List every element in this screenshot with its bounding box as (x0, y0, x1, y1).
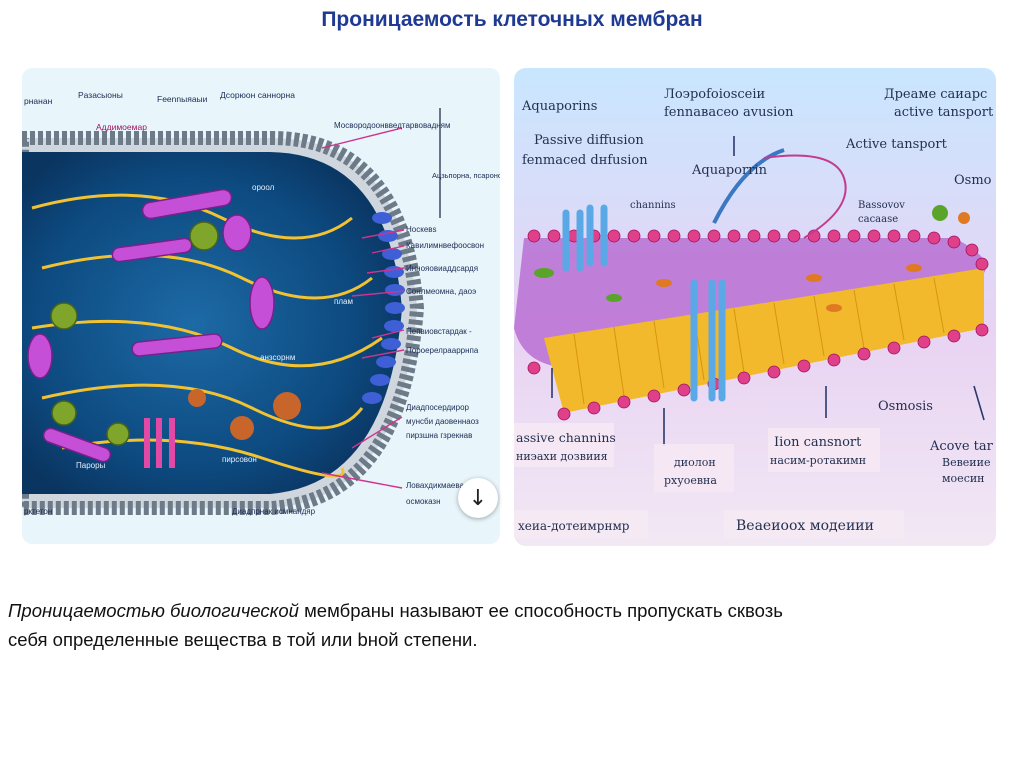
membrane-label-b6: Osmosis (878, 399, 933, 414)
membrane-label-b10: хеиа-дотеимрнмр (518, 519, 630, 533)
cell-label-right-1: Aцзьпорна, псароно (432, 171, 500, 180)
cell-label-right-3: Кавилимнвефоосвон (406, 241, 484, 250)
membrane-label-6: Дреаме саиарс (884, 87, 987, 102)
cell-label-right-9: мунсби даовеннаоз (406, 417, 479, 426)
membrane-label-b11: Веаеиоох модеиии (736, 518, 874, 534)
cell-label-top-1: Pазасыоны (78, 90, 123, 100)
membrane-label-b9: моесин (942, 472, 985, 485)
membrane-label-12: cacaase (858, 214, 898, 225)
paragraph-italic-lead: Проницаемостью биологической (8, 600, 299, 621)
cell-label-right-10: пирзшна гзрекнав (406, 431, 472, 440)
cell-inner-label-2: плам (334, 297, 353, 306)
membrane-label-10: channins (630, 200, 676, 211)
slide-title: Проницаемость клеточных мембран (0, 8, 1024, 32)
membrane-diagram-image: Aquaporins Passive diffusion fenmaced dн… (514, 68, 996, 546)
membrane-label-b2: диолон (674, 456, 716, 469)
membrane-label-11: Bassovov (858, 200, 905, 211)
membrane-label-5: Aquaporrin (691, 163, 768, 178)
cell-inner-label-5: рктетон (24, 507, 52, 516)
cell-label-top-pink-0: Аддимоемар (96, 122, 147, 132)
membrane-label-b8: Bевеиие (942, 456, 990, 469)
membrane-label-0: Aquaporins (521, 99, 597, 114)
membrane-label-8: Active tansport (845, 137, 948, 152)
cell-label-right-5: Сонлмеомна, даоэ (406, 287, 476, 296)
membrane-label-9: Osmo (954, 173, 992, 188)
membrane-diagram-drawing: Aquaporins Passive diffusion fenmaced dн… (514, 68, 996, 546)
cell-label-right-6: Пепвиовстардак - (406, 327, 472, 336)
transport-arrow (764, 156, 846, 239)
cell-label-right-2: Носкевs (406, 225, 437, 234)
cell-diagram-image: рнанан Pазасыоны Аддимоемар Feennыяaыи Д… (22, 68, 500, 544)
membrane-label-b5: насим-ротакимн (770, 454, 866, 467)
cell-inner-label-3: пирсовон (222, 455, 257, 464)
cell-label-right-0: Мосвородоонвведтарвовадням (334, 121, 450, 130)
membrane-label-b0: assive channins (516, 430, 616, 445)
cell-label-top-2: Feennыяaыи (157, 94, 208, 104)
cell-inner-label-1: анзсорнм (260, 353, 295, 362)
cell-label-top-3: Дсорюон саннорна (220, 90, 295, 100)
paragraph-line1-rest: мембраны называют ее способность пропуск… (299, 600, 783, 621)
membrane-label-b4: Iion cansnort (774, 435, 862, 450)
cell-inner-label-0: ороол (252, 183, 275, 192)
cell-label-right-4: Иннояовиаддсардя (406, 264, 478, 273)
membrane-label-7: active tansport (894, 105, 994, 120)
membrane-label-2: fenmaced dнfusion (522, 153, 648, 168)
scroll-down-button[interactable]: ↓ (458, 478, 498, 518)
membrane-label-b3: рхуоевна (664, 474, 717, 487)
cell-label-right-13: Диадпрнак исмнандяр (232, 507, 316, 516)
arrow-down-icon: ↓ (469, 486, 487, 511)
paragraph-line2: себя определенные вещества в той или bно… (8, 629, 478, 650)
cell-inner-label-4: Пароры (76, 461, 106, 470)
cell-label-right-8: Диадпосердирор (406, 403, 470, 412)
membrane-label-b7: Acove tar (929, 439, 994, 454)
membrane-label-1: Passive diffusion (534, 133, 644, 148)
membrane-label-3: Лоэpofoiosceiи (664, 87, 765, 102)
membrane-label-4: fennaвaceo avusion (664, 105, 794, 120)
cell-label-top-0: рнанан (24, 96, 53, 106)
membrane-label-b1: ниэахи дозвиия (516, 450, 608, 463)
definition-paragraph: Проницаемостью биологической мембраны на… (8, 596, 1018, 654)
cell-diagram-drawing: рнанан Pазасыоны Аддимоемар Feennыяaыи Д… (22, 68, 500, 544)
cell-label-right-12: осмоказн (406, 497, 441, 506)
cell-label-right-7: Пороерелрааррнпа (406, 346, 479, 355)
aquaporin-arrow (714, 150, 784, 223)
